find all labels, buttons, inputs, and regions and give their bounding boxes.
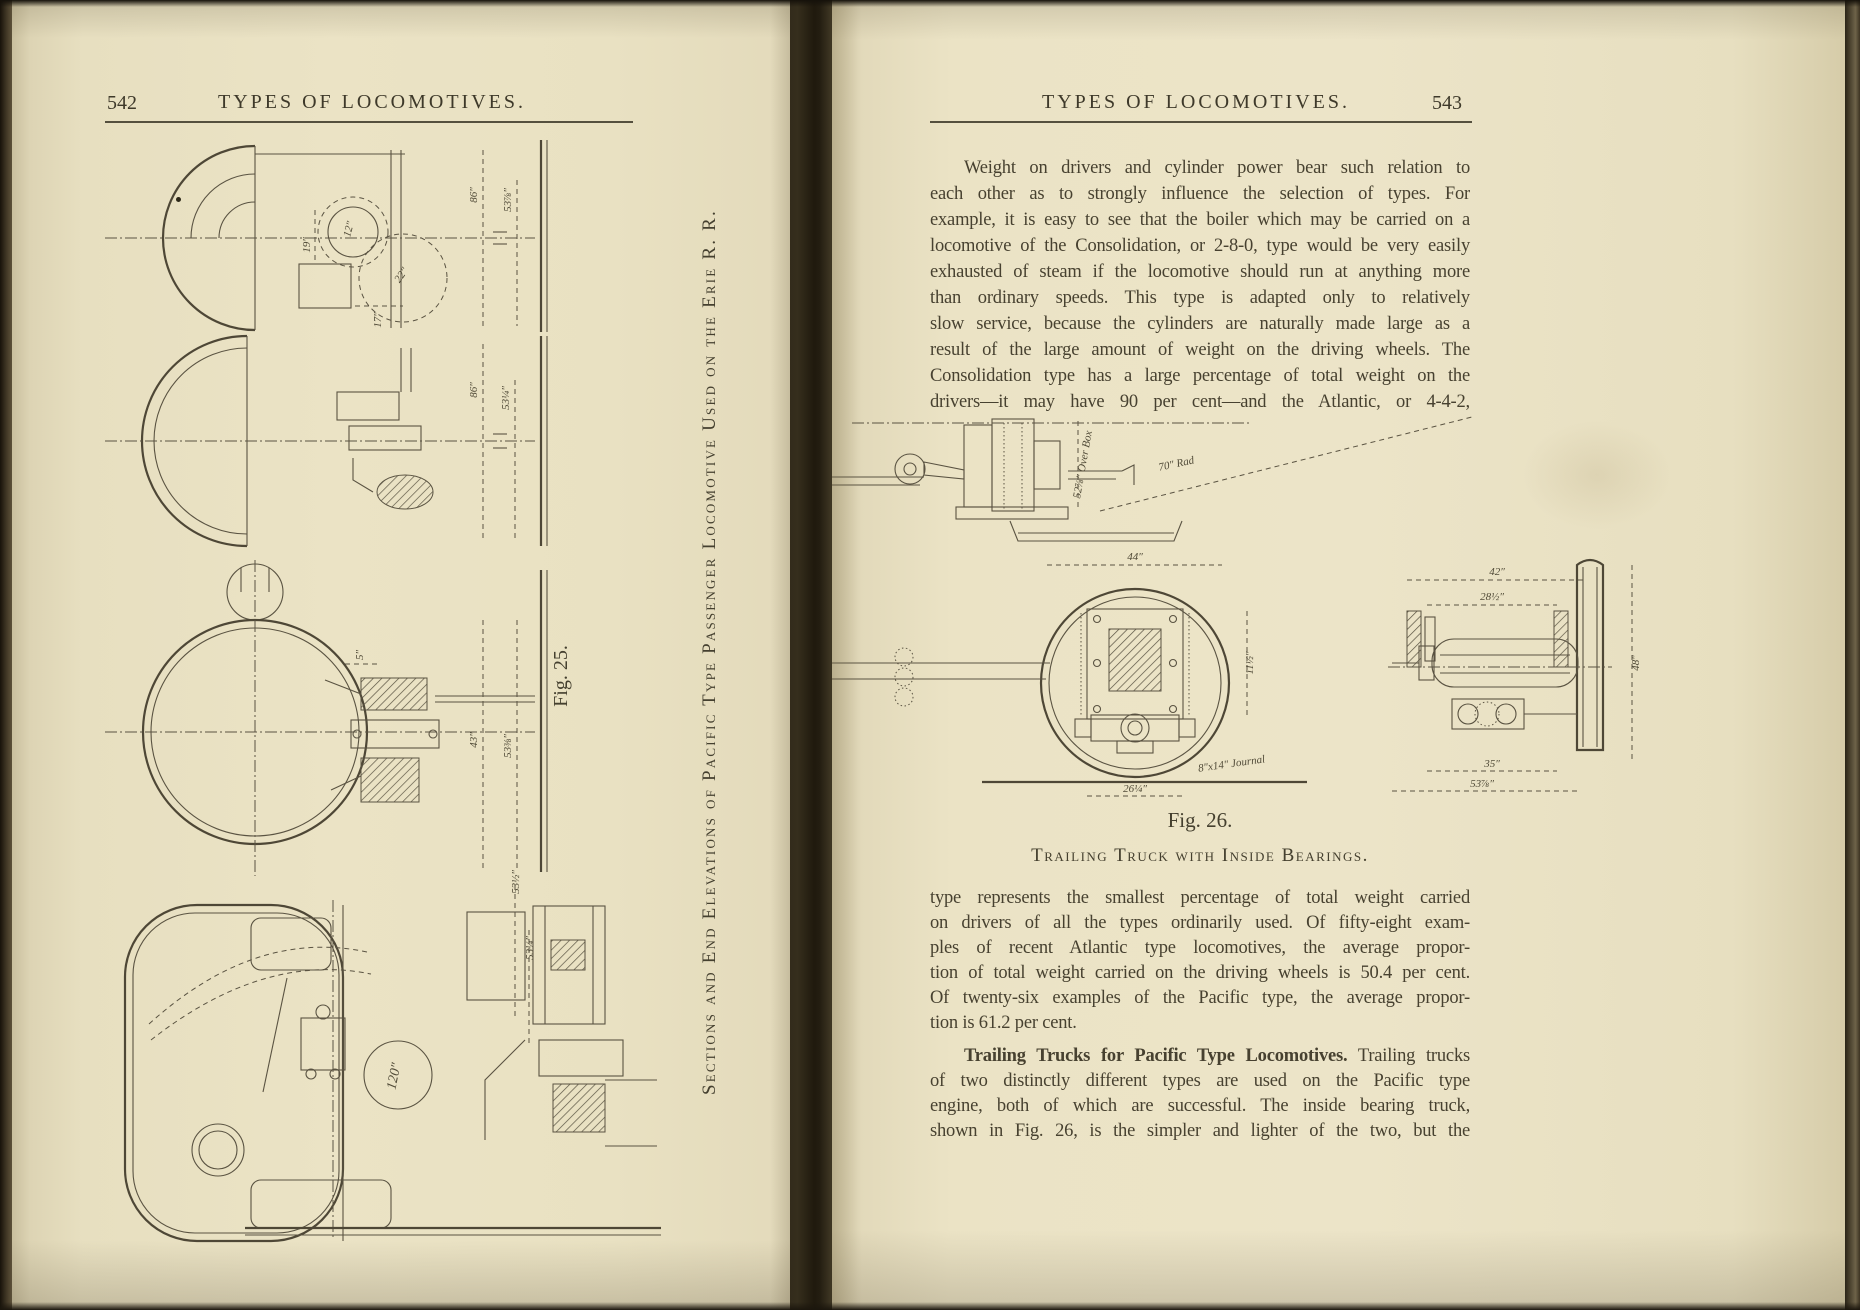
page-left: 542 TYPES OF LOCOMOTIVES.	[12, 0, 790, 1310]
text-line: drivers—it may have 90 per cent—and the …	[930, 392, 1470, 412]
running-title-left: TYPES OF LOCOMOTIVES.	[217, 91, 527, 113]
page-edge-right	[1845, 0, 1860, 1310]
header-rule-right	[930, 121, 1472, 123]
text-line: each other as to strongly influence the …	[930, 184, 1470, 204]
svg-text:35″: 35″	[1483, 758, 1500, 770]
page-right: TYPES OF LOCOMOTIVES. 543 Weight on driv…	[832, 0, 1845, 1310]
bold-lead: Trailing Trucks for Pacific Type Locomot…	[964, 1046, 1348, 1066]
fig25-view3: 5″ 43″ 53⅜″	[105, 560, 548, 876]
text-line: Consolidation type has a large percentag…	[930, 366, 1470, 386]
running-title-right: TYPES OF LOCOMOTIVES.	[1041, 91, 1351, 113]
svg-text:44″: 44″	[1127, 551, 1143, 563]
svg-text:53½″: 53½″	[510, 870, 522, 894]
paper-stain	[1522, 420, 1672, 530]
text-line: Weight on drivers and cylinder power bea…	[964, 158, 1470, 178]
binding-edge	[0, 0, 12, 1310]
svg-text:42″: 42″	[1489, 566, 1505, 578]
fig26-label: Fig. 26.	[1167, 808, 1233, 832]
text-line: than ordinary speeds. This type is adapt…	[930, 288, 1470, 308]
svg-text:11½″: 11½″	[1244, 651, 1256, 674]
svg-text:43″: 43″	[468, 732, 480, 748]
page-number-left: 542	[107, 92, 137, 114]
svg-text:53¼″: 53¼″	[524, 936, 536, 960]
svg-text:53⅞″: 53⅞″	[502, 188, 514, 212]
text-line: tion of total weight carried on the driv…	[930, 963, 1470, 983]
fig25-view1: 19″ 12″ 22″ 17″ 86″ 53⅞″	[105, 140, 548, 332]
svg-text:12″: 12″	[341, 220, 357, 239]
paragraph-3: Trailing Trucks for Pacific Type Locomot…	[930, 1044, 1470, 1144]
svg-text:53⅜″: 53⅜″	[502, 734, 514, 758]
svg-text:120″: 120″	[384, 1061, 404, 1091]
book-gutter	[770, 0, 862, 1310]
svg-text:70″ Rad: 70″ Rad	[1157, 454, 1195, 473]
text-line: Trailing Trucks for Pacific Type Locomot…	[930, 1044, 1470, 1069]
text-line: locomotive of the Consolidation, or 2-8-…	[930, 236, 1470, 256]
text-line: exhausted of steam if the locomotive sho…	[930, 262, 1470, 282]
svg-text:22″: 22″	[392, 265, 411, 285]
text-line: on drivers of all the types ordinarily u…	[930, 913, 1470, 933]
paper-speck	[176, 197, 181, 202]
fig26-side-view: 42″ 28½″ 35″	[1388, 558, 1642, 792]
text-line: shown in Fig. 26, is the simpler and lig…	[930, 1121, 1470, 1141]
text-line: Of twenty-six examples of the Pacific ty…	[930, 988, 1470, 1008]
svg-text:26¼″: 26¼″	[1123, 783, 1147, 795]
page-number-right: 543	[1432, 92, 1462, 114]
header-rule-left	[105, 121, 633, 123]
svg-text:86″: 86″	[468, 187, 480, 203]
text-line: tion is 61.2 per cent.	[930, 1013, 1077, 1033]
fig26-top-elevation: 52⅞″ Over Box 70″ Rad	[832, 416, 1473, 542]
paragraph-1: Weight on drivers and cylinder power bea…	[930, 155, 1470, 415]
fig25-drawing: 19″ 12″ 22″ 17″ 86″ 53⅞″	[105, 140, 661, 1243]
text-line: engine, both of which are successful. Th…	[930, 1096, 1470, 1116]
svg-text:53¼″: 53¼″	[500, 386, 512, 410]
fig26-front-view: 44″ 11½″ 8″x14″ Journal 26¼″	[832, 551, 1307, 797]
fig25-view2: 86″ 53¼″	[105, 334, 548, 548]
svg-text:52⅞″ Over Box: 52⅞″ Over Box	[1071, 430, 1095, 500]
text-line: slow service, because the cylinders are …	[930, 314, 1470, 334]
fig25-side-caption: Sections and End Elevations of Pacific T…	[699, 209, 720, 1096]
text-line: ples of recent Atlantic type locomotives…	[930, 938, 1470, 958]
paragraph-2: type represents the smallest percentage …	[930, 886, 1470, 1036]
svg-text:17″: 17″	[372, 312, 384, 328]
svg-text:19″: 19″	[301, 237, 313, 253]
lead-rest: Trailing trucks	[1357, 1046, 1470, 1066]
svg-text:53⅞″: 53⅞″	[1470, 778, 1494, 790]
svg-text:5″: 5″	[354, 650, 366, 661]
fig25-view4: 120″ 53½″ 53¼″	[123, 870, 661, 1243]
page-edge-bottom	[0, 1302, 1860, 1310]
svg-text:86″: 86″	[468, 382, 480, 398]
text-line: example, it is easy to see that the boil…	[930, 210, 1470, 230]
fig26-caption: Trailing Truck with Inside Bearings.	[1031, 845, 1369, 866]
page-edge-top	[0, 0, 1860, 7]
svg-text:8″x14″ Journal: 8″x14″ Journal	[1197, 753, 1266, 774]
svg-text:48″: 48″	[1630, 655, 1642, 671]
text-line: type represents the smallest percentage …	[930, 888, 1470, 908]
svg-text:28½″: 28½″	[1480, 591, 1504, 603]
text-line: of two distinctly different types are us…	[930, 1071, 1470, 1091]
text-line: result of the large amount of weight on …	[930, 340, 1470, 360]
fig25-label: Fig. 25.	[550, 645, 572, 707]
fig26-drawing: 52⅞″ Over Box 70″ Rad	[832, 416, 1642, 797]
